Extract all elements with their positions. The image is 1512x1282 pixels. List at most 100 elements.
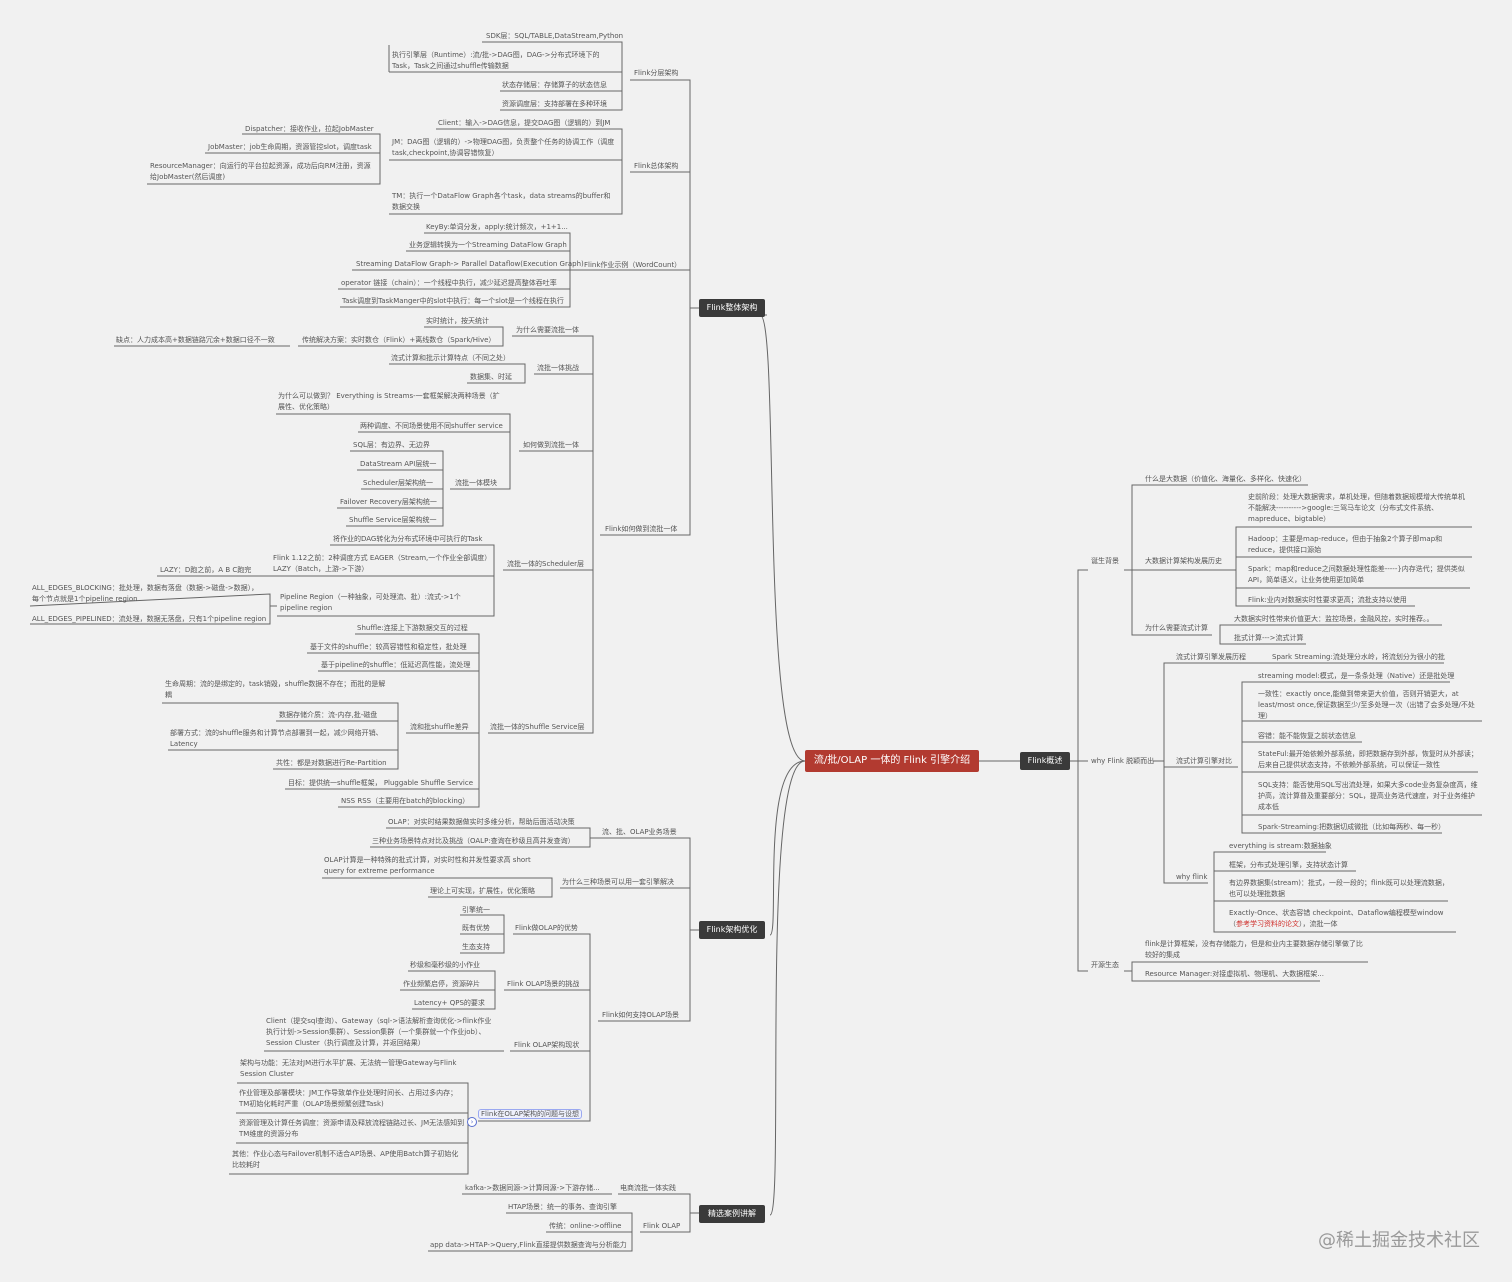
- node-chal-3[interactable]: Latency+ QPS的要求: [414, 999, 485, 1007]
- node-challenge[interactable]: 流批一体挑战: [537, 364, 579, 372]
- node-why-1[interactable]: 实时统计，按天统计: [426, 317, 489, 325]
- node-opt-compare[interactable]: 三种业务场景特点对比及挑战（OALP:查询在秒级且高并发查询）: [372, 837, 575, 845]
- node-history-flink[interactable]: Flink:业内对数据实时性要求更高；流批支持以使用: [1248, 596, 1407, 604]
- topic-case-studies[interactable]: 精选案例讲解: [699, 1205, 765, 1223]
- node-module-scheduler[interactable]: Scheduler层架构统一: [363, 479, 434, 487]
- node-chal-1[interactable]: 秒级和毫秒级的小作业: [410, 961, 480, 969]
- node-history[interactable]: 大数据计算架构发展历史: [1145, 557, 1222, 565]
- node-opt-issue-label[interactable]: Flink在OLAP架构的问题与设想: [478, 1109, 582, 1119]
- node-case-olap[interactable]: Flink OLAP: [643, 1222, 681, 1230]
- node-shuffle-1[interactable]: Shuffle:连接上下游数据交互的过程: [357, 624, 468, 632]
- node-keyby[interactable]: KeyBy:单词分发，apply:统计频次，+1+1...: [426, 223, 568, 231]
- node-case-ecommerce-1[interactable]: kafka->数据同源->计算同源->下游存储...: [465, 1184, 600, 1192]
- node-why-unify[interactable]: 为什么需要流批一体: [516, 326, 579, 334]
- node-pipelined[interactable]: ALL_EDGES_PIPELINED：流处理，数据无落盘，只有1个pipeli…: [32, 615, 267, 623]
- node-diff-deploy[interactable]: 部署方式：流的shuffle服务和计算节点部署到一起，减少网络开销、Latenc…: [170, 729, 383, 748]
- root-topic[interactable]: 流/批/OLAP 一体的 Flink 引擎介绍: [805, 750, 979, 772]
- node-diff-storage[interactable]: 数据存储介质：流-内存,批-磁盘: [279, 711, 378, 719]
- node-pipeline-region[interactable]: Pipeline Region（一种抽象，可处理流、批）:流式->1个pipel…: [280, 593, 461, 612]
- node-shuffle-diff[interactable]: 流和批shuffle差异: [410, 723, 469, 731]
- node-sched-2[interactable]: Flink 1.12之前：2种调度方式 EAGER（Stream,一个作业全部调…: [273, 554, 492, 562]
- node-how-2[interactable]: 两种调度、不同场景使用不同shuffer service: [360, 422, 503, 430]
- node-chal-2[interactable]: 作业频繁启停，资源碎片: [403, 980, 480, 988]
- node-sched-lazy[interactable]: LAZY：D跑之前，A B C跑完: [160, 566, 252, 574]
- node-opt-why-2[interactable]: 理论上可实现，扩展性，优化策略: [430, 887, 535, 895]
- node-compare-fault[interactable]: 容错：能不能恢复之前状态信息: [1258, 732, 1356, 740]
- node-ecosystem[interactable]: 开源生态: [1091, 961, 1119, 969]
- topic-flink-architecture[interactable]: Flink整体架构: [699, 299, 765, 317]
- node-why-stream-1[interactable]: 大数据实时性带来价值更大：监控场景，金融风控，实时推荐。。: [1234, 615, 1434, 623]
- node-biz-graph[interactable]: 业务逻辑转换为一个Streaming DataFlow Graph: [409, 241, 567, 249]
- node-opt-issue[interactable]: Flink在OLAP架构的问题与设想: [478, 1109, 582, 1120]
- node-module[interactable]: 流批一体模块: [455, 479, 497, 487]
- node-how[interactable]: 如何做到流批一体: [523, 441, 579, 449]
- node-flink-4[interactable]: Exactly-Once、状态容错 checkpoint、Dataflow编程模…: [1229, 908, 1455, 930]
- node-compare-stateful[interactable]: StateFul:最开始依赖外部系统，即把数据存到外部，恢复时从外部读；后来自己…: [1258, 750, 1478, 769]
- node-jobmaster[interactable]: JobMaster：job生命周期，资源管控slot，调度task: [208, 143, 372, 151]
- node-execution-graph[interactable]: Streaming DataFlow Graph-> Parallel Data…: [356, 260, 584, 268]
- node-why-3[interactable]: 缺点：人力成本高+数据链路冗余+数据口径不一致: [116, 336, 275, 344]
- node-resource[interactable]: 资源调度层：支持部署在多种环境: [502, 100, 607, 108]
- node-tm[interactable]: TM：执行一个DataFlow Graph各个task，data streams…: [392, 192, 611, 211]
- topic-flink-overview[interactable]: Flink概述: [1020, 752, 1070, 770]
- node-case-query[interactable]: app data->HTAP->Query,Flink直接提供数据查询与分析能力: [430, 1241, 627, 1249]
- node-why-flink-stands-out[interactable]: why Flink 脱颖而出: [1091, 757, 1155, 765]
- node-overall-arch[interactable]: Flink总体架构: [634, 162, 679, 170]
- node-why-stream-2[interactable]: 批式计算--->流式计算: [1234, 634, 1304, 642]
- node-case-ecommerce[interactable]: 电商流批一体实践: [620, 1184, 676, 1192]
- node-sdk[interactable]: SDK层：SQL/TABLE,DataStream,Python: [486, 32, 624, 40]
- node-adv-3[interactable]: 生态支持: [462, 943, 490, 951]
- node-diff-lifecycle[interactable]: 生命周期：流的是绑定的，task销毁，shuffle数据不存在；而批的是解耦: [165, 680, 386, 699]
- node-runtime[interactable]: 执行引擎层（Runtime）:流/批->DAG图，DAG->分布式环境下的Tas…: [392, 51, 600, 70]
- node-shuffle-2[interactable]: 基于文件的shuffle：较高容错性和稳定性，批处理: [310, 643, 467, 651]
- node-compare-consistency[interactable]: 一致性：exactly once,能做到带来更大价值，否则开销更大，at lea…: [1258, 690, 1475, 720]
- node-why-flink[interactable]: why flink: [1176, 873, 1208, 881]
- node-what-bigdata[interactable]: 什么是大数据（价值化、海量化、多样化、快速化）: [1145, 475, 1306, 483]
- node-eco-1[interactable]: flink是计算框架，没有存储能力，但是和业内主要数据存储引擎做了比较好的集成: [1145, 940, 1363, 959]
- node-how-1[interactable]: 为什么可以做到？ Everything is Streams-一套框架解决两种场…: [278, 392, 500, 411]
- node-challenge-1[interactable]: 流式计算和批示计算特点（不同之处）: [391, 354, 510, 362]
- node-blocking[interactable]: ALL_EDGES_BLOCKING：批处理，数据有落盘（数据->磁盘->数据）…: [32, 584, 259, 603]
- node-sched-3[interactable]: LAZY（Batch，上游->下游）: [273, 565, 369, 573]
- node-shuffle-3[interactable]: 基于pipeline的shuffle：低延迟高性能，流处理: [321, 661, 471, 669]
- node-dispatcher[interactable]: Dispatcher：接收作业，拉起JobMaster: [245, 125, 374, 133]
- node-module-failover[interactable]: Failover Recovery层架构统一: [340, 498, 437, 506]
- node-flink-1[interactable]: everything is stream:数据抽象: [1229, 842, 1332, 850]
- node-sched-1[interactable]: 将作业的DAG转化为分布式环境中可执行的Task: [333, 535, 483, 543]
- node-opt-support[interactable]: Flink如何支持OLAP场景: [602, 1011, 679, 1019]
- node-case-htap[interactable]: HTAP场景：统一的事务、查询引擎: [508, 1203, 618, 1211]
- node-flink-4-link[interactable]: 参考学习资料的论文: [1236, 920, 1299, 928]
- node-status-1[interactable]: Client（提交sql查询）、Gateway（sql->语法解析查询优化->f…: [266, 1017, 492, 1047]
- node-adv-1[interactable]: 引擎统一: [462, 906, 490, 914]
- node-shuffle-layer[interactable]: 流批一体的Shuffle Service层: [490, 723, 585, 731]
- expand-collapse-icon[interactable]: ›: [467, 1117, 477, 1127]
- node-module-shuffle[interactable]: Shuffle Service层架构统一: [349, 516, 437, 524]
- node-nss-rss[interactable]: NSS RSS（主要用在batch的blocking）: [341, 797, 470, 805]
- node-resourcemanager[interactable]: ResourceManager：向运行的平台拉起资源，成功后向RM注册，资源给J…: [150, 162, 371, 181]
- node-jm[interactable]: JM：DAG图（逻辑的）->物理DAG图，负责整个任务的协调工作（调度task,…: [392, 138, 615, 157]
- node-task-slot[interactable]: Task调度到TaskManger中的slot中执行：每一个slot是一个线程在…: [342, 297, 564, 305]
- node-challenge-2[interactable]: 数据集、时延: [470, 373, 512, 381]
- node-issue-1[interactable]: 架构与功能：无法对JM进行水平扩展、无法统一管理Gateway与Flink Se…: [240, 1059, 457, 1078]
- node-layer-arch[interactable]: Flink分层架构: [634, 69, 679, 77]
- node-module-datastream[interactable]: DataStream API层统一: [360, 460, 437, 468]
- node-chain[interactable]: operator 链接（chain）：一个线程中执行，减少延迟提高整体吞吐率: [341, 279, 557, 287]
- node-issue-4[interactable]: 其他：作业心态与Failover机制不适合AP场景、AP使用Batch算子初始化…: [232, 1150, 459, 1169]
- node-opt-status[interactable]: Flink OLAP架构现状: [514, 1041, 580, 1049]
- node-opt-adv[interactable]: Flink做OLAP的优势: [515, 924, 578, 932]
- node-opt-why-1[interactable]: OLAP计算是一种特殊的批式计算，对实时性和并发性要求高 short query…: [324, 856, 531, 875]
- node-state[interactable]: 状态存储层：存储算子的状态信息: [502, 81, 607, 89]
- node-evolution-1[interactable]: Spark Streaming:流处理分水岭，将流划分为很小的批: [1272, 653, 1445, 661]
- node-flink-3[interactable]: 有边界数据集(stream)：批式，一段一段的；flink既可以处理流数据，也可…: [1229, 879, 1449, 898]
- node-history-1[interactable]: 史前阶段：处理大数据需求，单机处理，但随着数据规模增大传统单机不能解决-----…: [1248, 493, 1465, 523]
- node-why-2[interactable]: 传统解决方案：实时数仓（Flink）+离线数仓（Spark/Hive）: [302, 336, 496, 344]
- node-compare[interactable]: 流式计算引擎对比: [1176, 757, 1232, 765]
- node-module-sql[interactable]: SQL层：有边界、无边界: [353, 441, 430, 449]
- node-diff-common[interactable]: 共性：都是对数据进行Re-Partition: [276, 759, 387, 767]
- node-opt-olap[interactable]: OLAP：对实时结果数据做实时多维分析，帮助后面活动决策: [388, 818, 575, 826]
- node-flink-2[interactable]: 框架，分布式处理引擎，支持状态计算: [1229, 861, 1348, 869]
- node-opt-why[interactable]: 为什么三种场景可以用一套引擎解决: [562, 878, 674, 886]
- node-shuffle-goal[interactable]: 目标：提供统一shuffle框架， Pluggable Shuffle Serv…: [288, 779, 474, 787]
- topic-flink-optimization[interactable]: Flink架构优化: [699, 921, 765, 939]
- node-evolution[interactable]: 流式计算引擎发展历程: [1176, 653, 1246, 661]
